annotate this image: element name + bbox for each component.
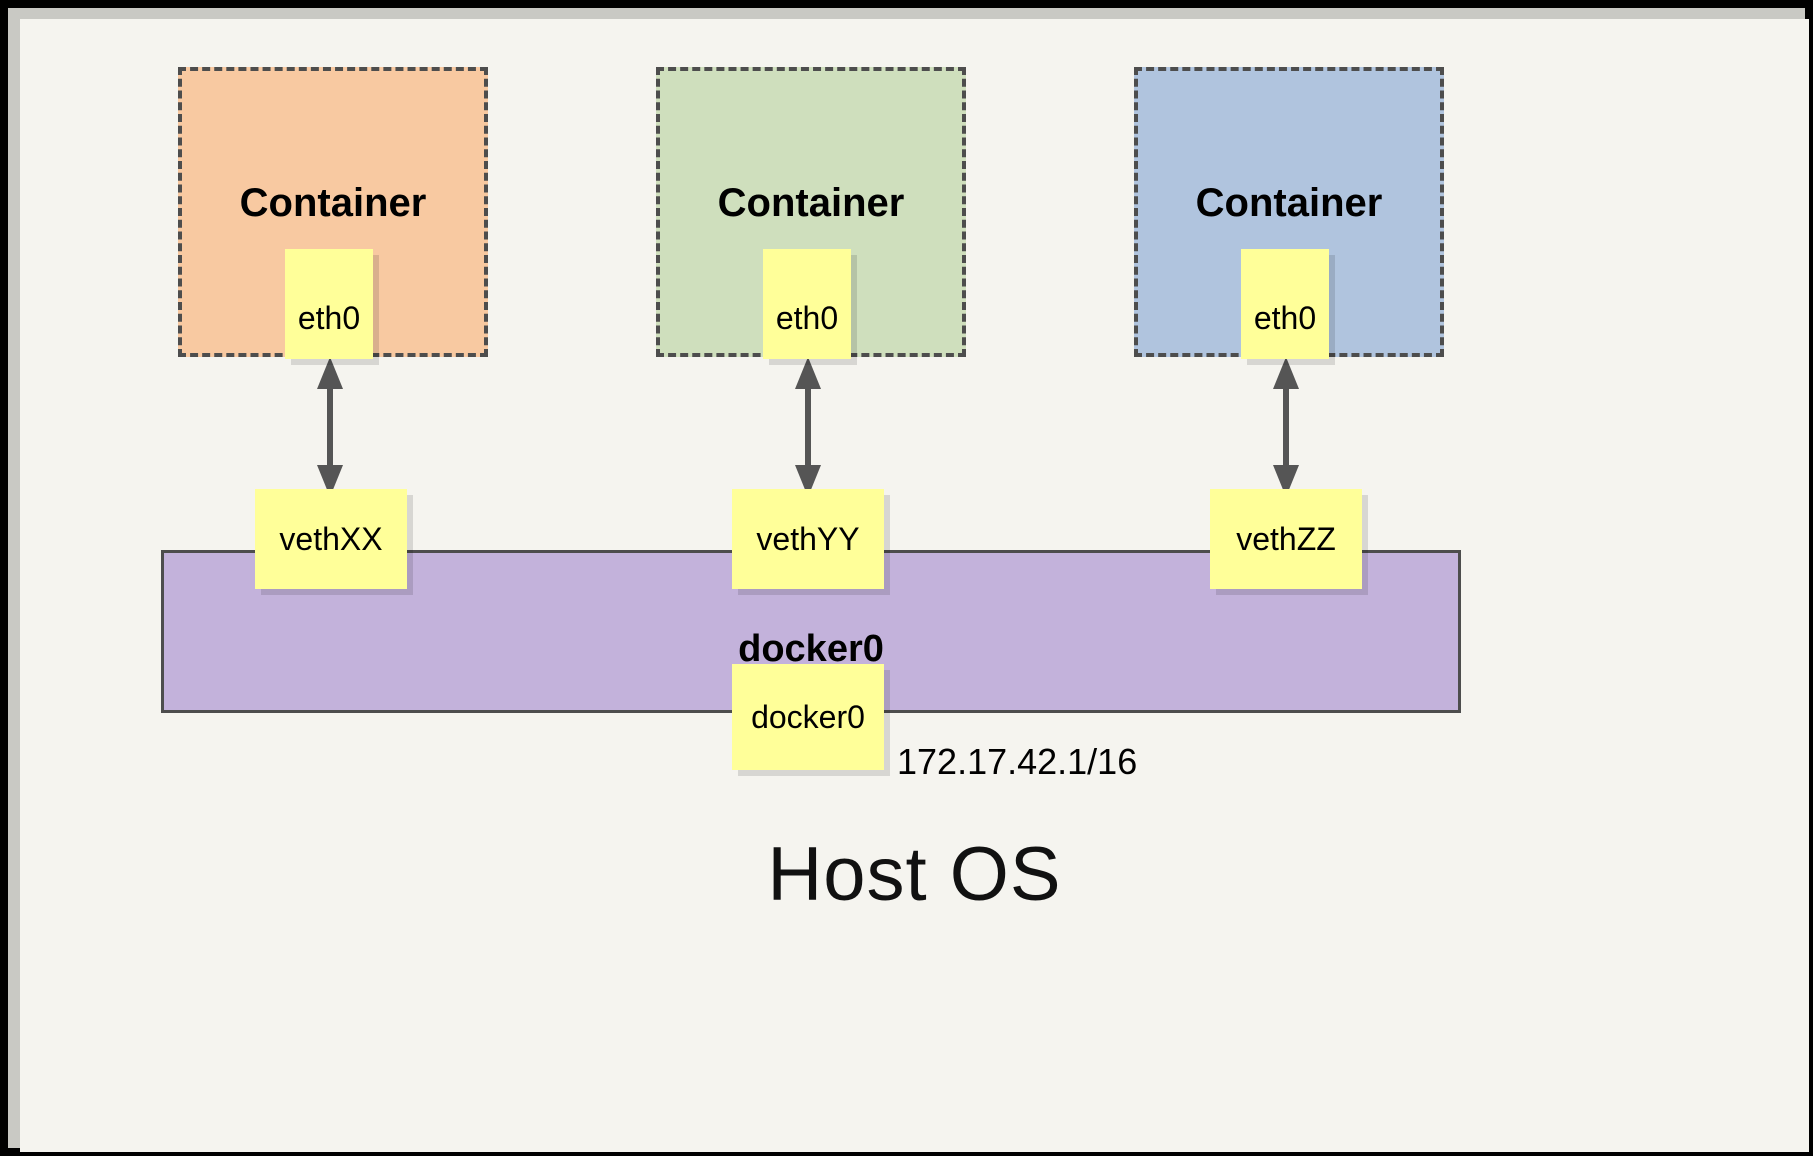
eth0-interface-box-3: eth0 — [1241, 249, 1329, 359]
diagram-canvas: Container eth0 Container eth0 Container … — [20, 19, 1809, 1152]
veth-label-1: vethXX — [279, 520, 383, 557]
veth-box-1: vethXX — [255, 489, 407, 589]
veth-label-2: vethYY — [756, 520, 860, 557]
docker0-bridge-title: docker0 — [738, 628, 884, 670]
eth0-label-2: eth0 — [775, 299, 839, 336]
frame-bevel: Container eth0 Container eth0 Container … — [8, 8, 1809, 1152]
eth0-label-1: eth0 — [297, 299, 361, 336]
docker0-interface-label: docker0 — [751, 698, 865, 735]
container-title-3: Container — [1195, 181, 1383, 225]
veth-link-arrow-3 — [1273, 357, 1299, 497]
container-title-2: Container — [717, 181, 905, 225]
eth0-interface-box-2: eth0 — [763, 249, 851, 359]
host-os-label: Host OS — [767, 832, 1062, 917]
eth0-interface-box-1: eth0 — [285, 249, 373, 359]
veth-box-3: vethZZ — [1210, 489, 1362, 589]
container-title-1: Container — [239, 181, 427, 225]
veth-link-arrow-1 — [317, 357, 343, 497]
eth0-label-3: eth0 — [1253, 299, 1317, 336]
veth-label-3: vethZZ — [1236, 520, 1336, 557]
veth-box-2: vethYY — [732, 489, 884, 589]
veth-link-arrow-2 — [795, 357, 821, 497]
docker0-interface-box: docker0 — [732, 664, 884, 770]
docker0-ip-address: 172.17.42.1/16 — [897, 741, 1138, 782]
